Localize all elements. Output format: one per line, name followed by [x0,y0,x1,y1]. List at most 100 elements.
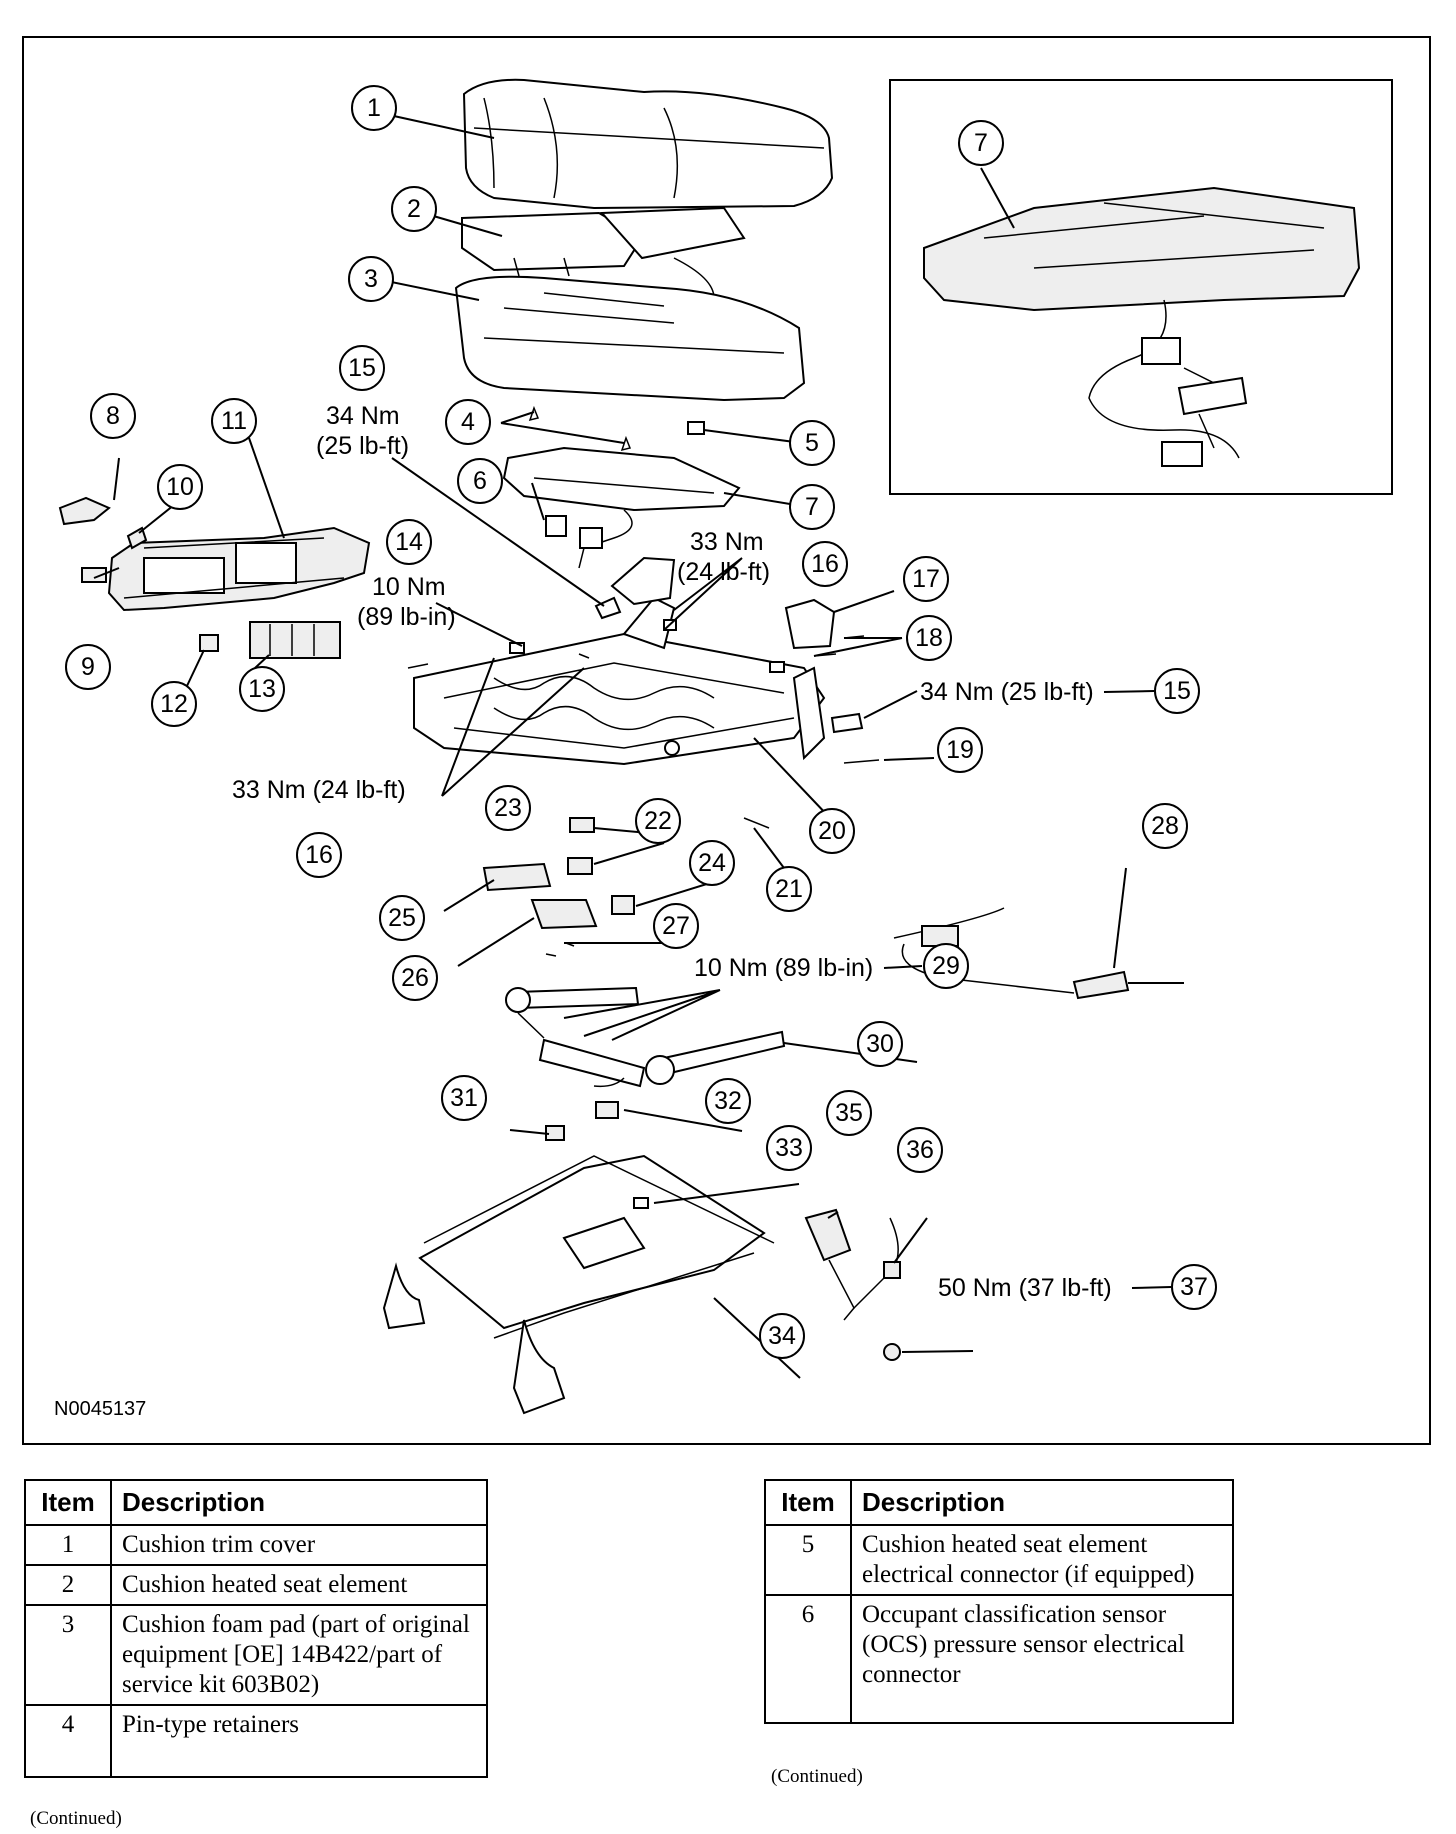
row-item: 5 [764,1524,852,1596]
part-pin-retainers [528,405,632,452]
callout-16-bottom: 16 [305,841,333,869]
part-ocs-pressure-sensor-connector [545,515,603,549]
header-item: Item [764,1479,852,1526]
diagram-frame: 1 2 3 4 5 6 7 7 8 9 10 11 12 13 14 15 15… [22,36,1431,1445]
callout-numbers: 1 2 3 4 5 6 7 7 8 9 10 11 12 13 14 15 15… [81,94,1208,1350]
callout-29: 29 [932,952,960,980]
callout-circles [65,85,1217,1359]
callout-35: 35 [835,1099,863,1127]
part-connector-22 [567,857,593,875]
torque-dash-leaders [883,690,1172,1289]
continued-note-left: (Continued) [30,1808,122,1829]
torque-14-nm: 10 Nm [372,573,446,601]
torque-29: 10 Nm (89 lb-in) [694,954,873,982]
torque-15-side: 34 Nm (25 lb-ft) [920,678,1094,706]
table-row: 2 Cushion heated seat element [24,1564,488,1606]
callout-2: 2 [407,195,421,223]
callout-3: 3 [364,265,378,293]
table-row: 3 Cushion foam pad (part of original equ… [24,1604,488,1706]
part-cushion-trim-cover [462,78,834,210]
part-module-25 [482,862,552,892]
part-bracket-16 [610,556,676,606]
leader-lines [93,110,1184,1379]
part-cushion-foam-pad [454,275,806,402]
inset-heated-element-illustration [923,186,1361,467]
continued-note-right: (Continued) [771,1766,863,1787]
callout-4: 4 [461,408,475,436]
callout-33: 33 [775,1134,803,1162]
header-description: Description [850,1479,1234,1526]
torque-16-top-lbft: (24 lb-ft) [677,558,770,586]
part-clip-32 [595,1101,619,1119]
row-description: Cushion trim cover [110,1524,488,1566]
callout-20: 20 [818,817,846,845]
callout-23: 23 [494,794,522,822]
torque-14-lbin: (89 lb-in) [357,603,456,631]
callout-30: 30 [866,1030,894,1058]
callout-24: 24 [698,849,726,877]
callout-26: 26 [401,964,429,992]
header-item: Item [24,1479,112,1526]
callout-28: 28 [1151,812,1179,840]
part-cable-28 [893,907,1130,1000]
part-connector-24 [611,895,635,915]
callout-10: 10 [166,473,194,501]
callout-7: 7 [805,493,819,521]
item-table-right: Item Description 5 Cushion heated seat e… [764,1479,1234,1724]
callout-16-bottom-ring [296,832,342,878]
table-row: 6 Occupant classification sensor (OCS) p… [764,1594,1234,1724]
row-item: 3 [24,1604,112,1706]
callout-6: 6 [473,467,487,495]
part-nut-37 [883,1343,901,1361]
callout-15-top: 15 [348,354,376,382]
part-heated-seat-element [461,206,746,339]
callout-22: 22 [644,807,672,835]
callout-11: 11 [221,407,247,435]
row-description: Occupant classification sensor (OCS) pre… [850,1594,1234,1724]
row-description: Cushion foam pad (part of original equip… [110,1604,488,1706]
callout-37: 37 [1180,1273,1208,1301]
part-power-actuators [505,986,786,1088]
row-description: Cushion heated seat element electrical c… [850,1524,1234,1596]
callout-13: 13 [248,675,276,703]
callout-19: 19 [946,736,974,764]
inset-box [889,79,1393,495]
callout-31: 31 [450,1084,478,1112]
part-connector-23 [569,817,595,833]
callout-21: 21 [775,875,803,903]
table-row: 1 Cushion trim cover [24,1524,488,1566]
torque-16-top-nm: 33 Nm [690,528,764,556]
callout-9: 9 [81,653,95,681]
figure-code: N0045137 [54,1398,146,1420]
row-description: Pin-type retainers [110,1704,488,1778]
part-switch-10 [126,526,148,550]
item-table-left: Item Description 1 Cushion trim cover 2 … [24,1479,488,1778]
part-screws-27 [545,942,575,957]
part-switch-9 [81,567,107,583]
callout-18: 18 [915,624,943,652]
table-row: 5 Cushion heated seat element electrical… [764,1524,1234,1596]
callout-12: 12 [160,690,188,718]
callout-32: 32 [714,1087,742,1115]
part-switch-knob [58,496,111,526]
part-buckle-sensor [853,1217,901,1309]
callout-14: 14 [395,528,423,556]
callout-17: 17 [912,565,940,593]
torque-37: 50 Nm (37 lb-ft) [938,1274,1112,1302]
torque-16-bottom: 33 Nm (24 lb-ft) [232,776,406,804]
row-item: 1 [24,1524,112,1566]
exploded-seat-diagram: 1 2 3 4 5 6 7 7 8 9 10 11 12 13 14 15 15… [54,78,1393,1420]
row-description: Cushion heated seat element [110,1564,488,1606]
callout-27: 27 [662,912,690,940]
part-ocs-assembly [502,446,741,569]
row-item: 2 [24,1564,112,1606]
part-module-26 [530,899,598,930]
part-heated-element-connector [687,421,705,435]
callout-25: 25 [388,904,416,932]
callout-34: 34 [768,1322,796,1350]
torque-15-top-nm: 34 Nm [326,402,400,430]
part-switch-13 [249,621,341,659]
row-item: 6 [764,1594,852,1724]
callout-7-inset: 7 [974,129,988,157]
callout-36: 36 [906,1136,934,1164]
